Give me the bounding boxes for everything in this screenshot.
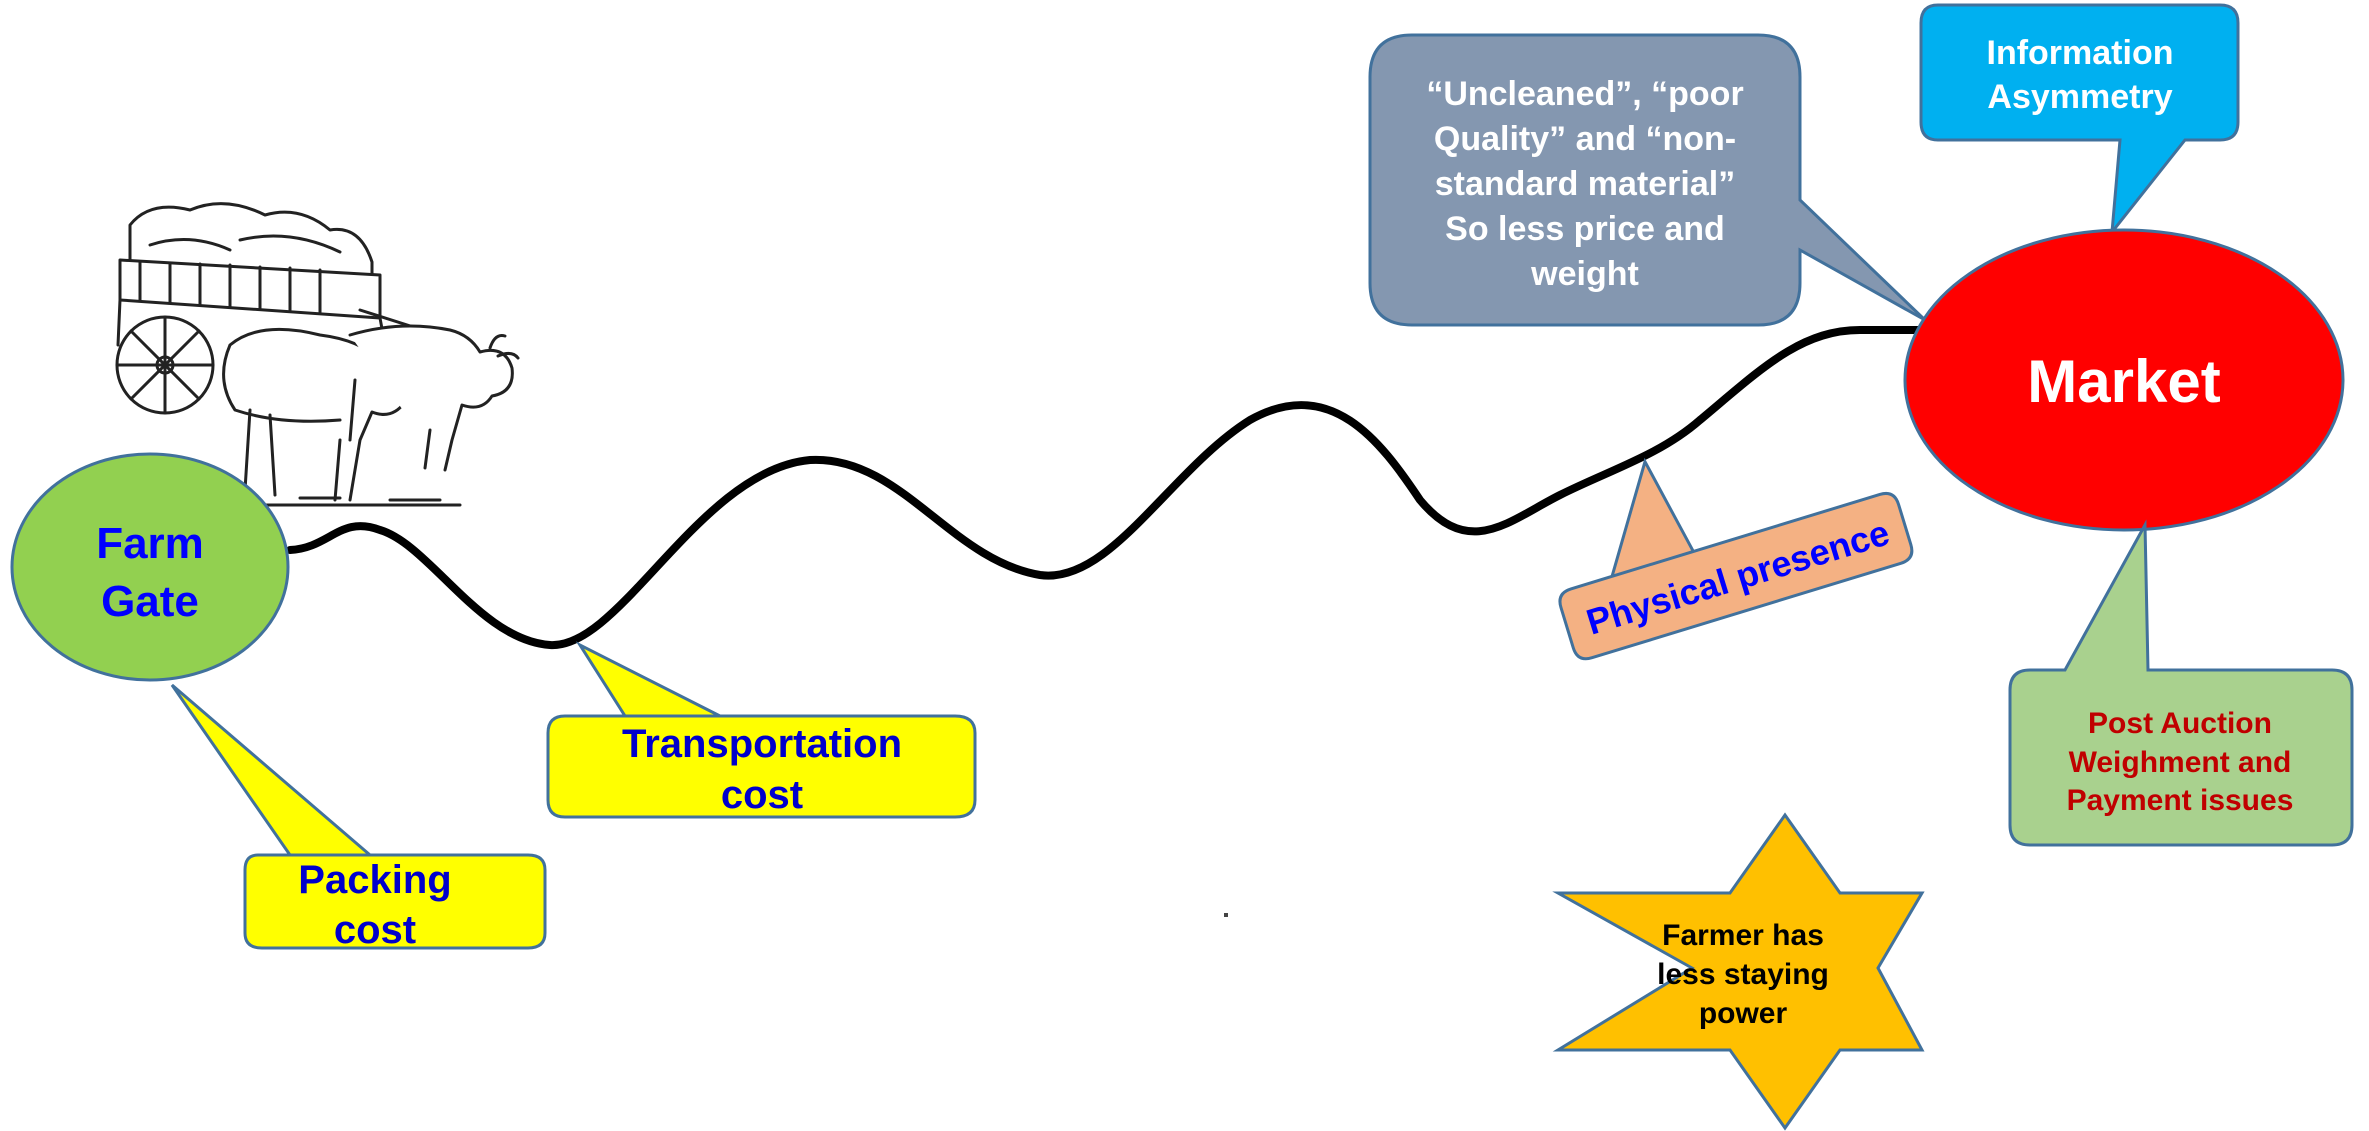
transportation-cost-shape bbox=[546, 641, 977, 819]
quality-issue-line-3: standard material” bbox=[1435, 165, 1735, 203]
transportation-cost-line-1: Transportation bbox=[622, 722, 902, 766]
stray-dot bbox=[1224, 913, 1228, 917]
farm-gate-shape bbox=[10, 452, 290, 682]
quality-issue-shape bbox=[1368, 33, 1927, 327]
post-auction-shape bbox=[2008, 519, 2354, 847]
road-path bbox=[286, 326, 1934, 650]
farm-gate-label-line-2: Gate bbox=[101, 577, 199, 626]
post-auction-line-1: Post Auction bbox=[2088, 707, 2272, 740]
post-auction-line-3: Payment issues bbox=[2067, 784, 2294, 817]
star-line-3: power bbox=[1699, 997, 1788, 1030]
quality-issue-line-5: weight bbox=[1530, 255, 1639, 293]
information-asymmetry-line-1: Information bbox=[1987, 34, 2174, 72]
information-asymmetry-line-2: Asymmetry bbox=[1987, 78, 2172, 116]
star-line-1: Farmer has bbox=[1662, 919, 1824, 952]
market-shape bbox=[1903, 228, 2345, 532]
information-asymmetry-shape bbox=[1919, 3, 2240, 237]
star-shape bbox=[1552, 812, 1925, 1131]
market-node: Market bbox=[1903, 228, 2345, 532]
information-asymmetry-callout: Information Asymmetry bbox=[1919, 3, 2240, 237]
transportation-cost-callout: Transportation cost bbox=[546, 641, 977, 819]
farm-gate-node: Farm Gate bbox=[10, 452, 290, 682]
farm-gate-label-line-1: Farm bbox=[96, 519, 204, 568]
packing-cost-line-2: cost bbox=[334, 908, 416, 952]
quality-issue-line-2: Quality” and “non- bbox=[1434, 120, 1736, 158]
transportation-cost-line-2: cost bbox=[721, 773, 803, 817]
physical-presence-callout: Physical presence bbox=[1558, 457, 1914, 661]
packing-cost-callout: Packing cost bbox=[170, 683, 547, 952]
packing-cost-shape bbox=[170, 683, 547, 950]
quality-issue-callout: “Uncleaned”, “poor Quality” and “non- st… bbox=[1368, 33, 1927, 327]
star-line-2: less staying bbox=[1657, 958, 1829, 991]
physical-presence-shape bbox=[1558, 457, 1914, 661]
quality-issue-line-1: “Uncleaned”, “poor bbox=[1426, 75, 1743, 113]
bullock-cart-illustration bbox=[115, 202, 520, 507]
staying-power-star: Farmer has less staying power bbox=[1552, 812, 1925, 1131]
quality-issue-line-4: So less price and bbox=[1445, 210, 1725, 248]
packing-cost-line-1: Packing bbox=[298, 858, 451, 902]
post-auction-callout: Post Auction Weighment and Payment issue… bbox=[2008, 519, 2354, 847]
market-label: Market bbox=[2027, 348, 2220, 415]
post-auction-line-2: Weighment and bbox=[2069, 746, 2292, 779]
